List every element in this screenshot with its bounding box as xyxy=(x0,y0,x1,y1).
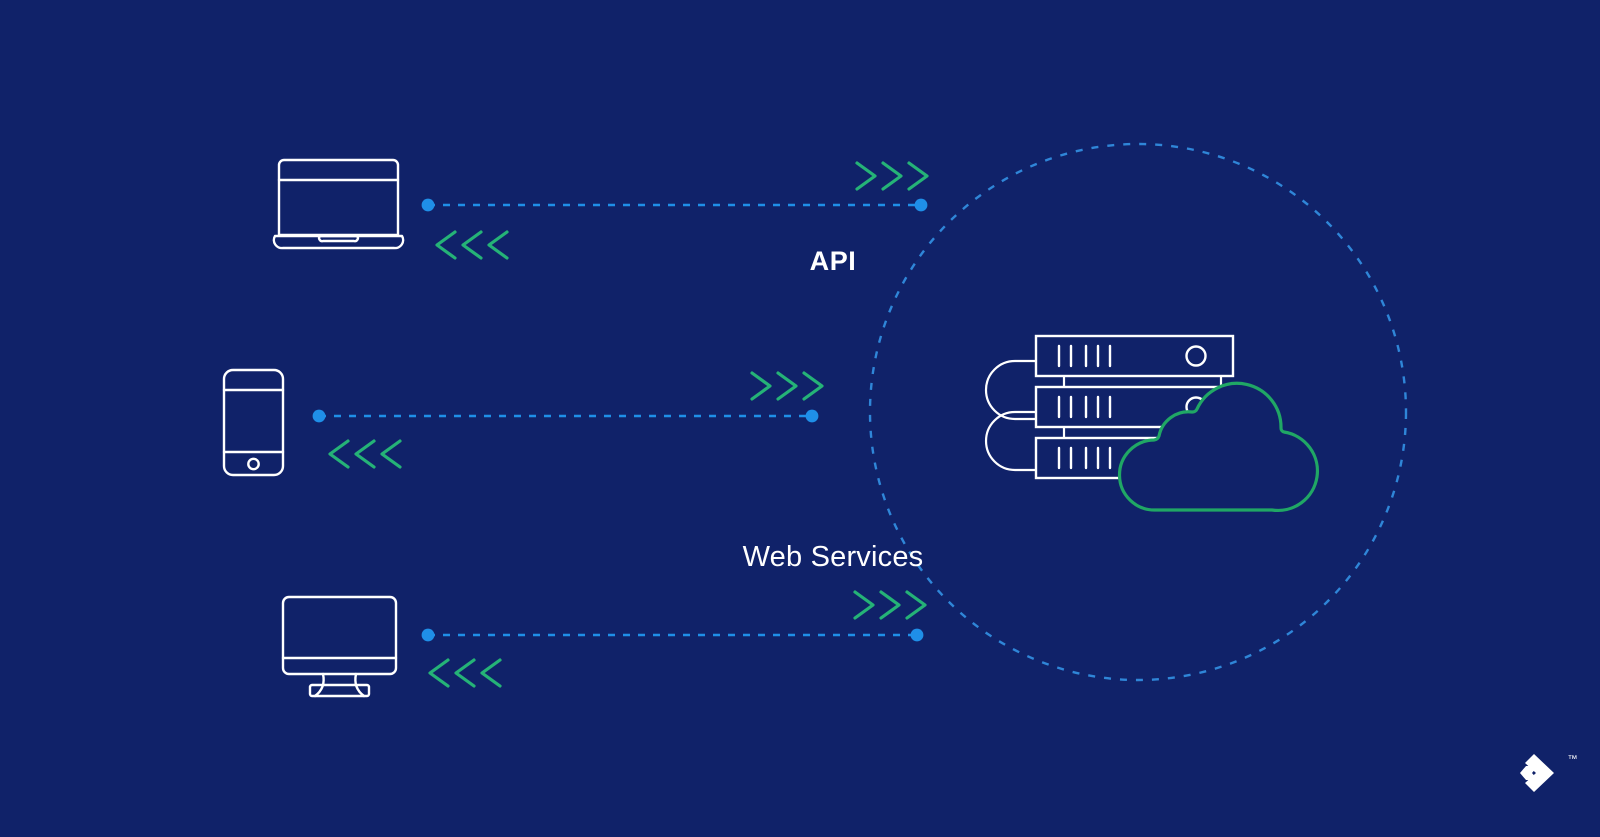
server-stack-icon xyxy=(984,334,1320,513)
toptal-logo[interactable] xyxy=(1520,754,1554,792)
laptop-icon xyxy=(272,158,405,250)
cloud-icon xyxy=(1117,381,1320,513)
monitor-connector xyxy=(421,628,924,642)
api-label: API xyxy=(809,246,857,276)
monitor-request-chevrons xyxy=(853,590,927,620)
laptop-request-chevrons xyxy=(855,161,929,191)
trademark-mark: ™ xyxy=(1567,754,1578,765)
laptop-connector xyxy=(421,198,928,212)
laptop-response-chevrons xyxy=(435,230,509,260)
monitor-response-chevrons xyxy=(428,658,502,688)
phone-request-chevrons xyxy=(750,371,824,401)
phone-response-chevrons xyxy=(328,439,402,469)
phone-connector xyxy=(312,409,819,423)
desktop-monitor-icon xyxy=(281,595,398,698)
smartphone-icon xyxy=(222,368,285,477)
server-rack-1 xyxy=(1034,334,1235,378)
api-boundary-circle xyxy=(868,142,1408,682)
web-services-label: Web Services xyxy=(742,541,924,573)
